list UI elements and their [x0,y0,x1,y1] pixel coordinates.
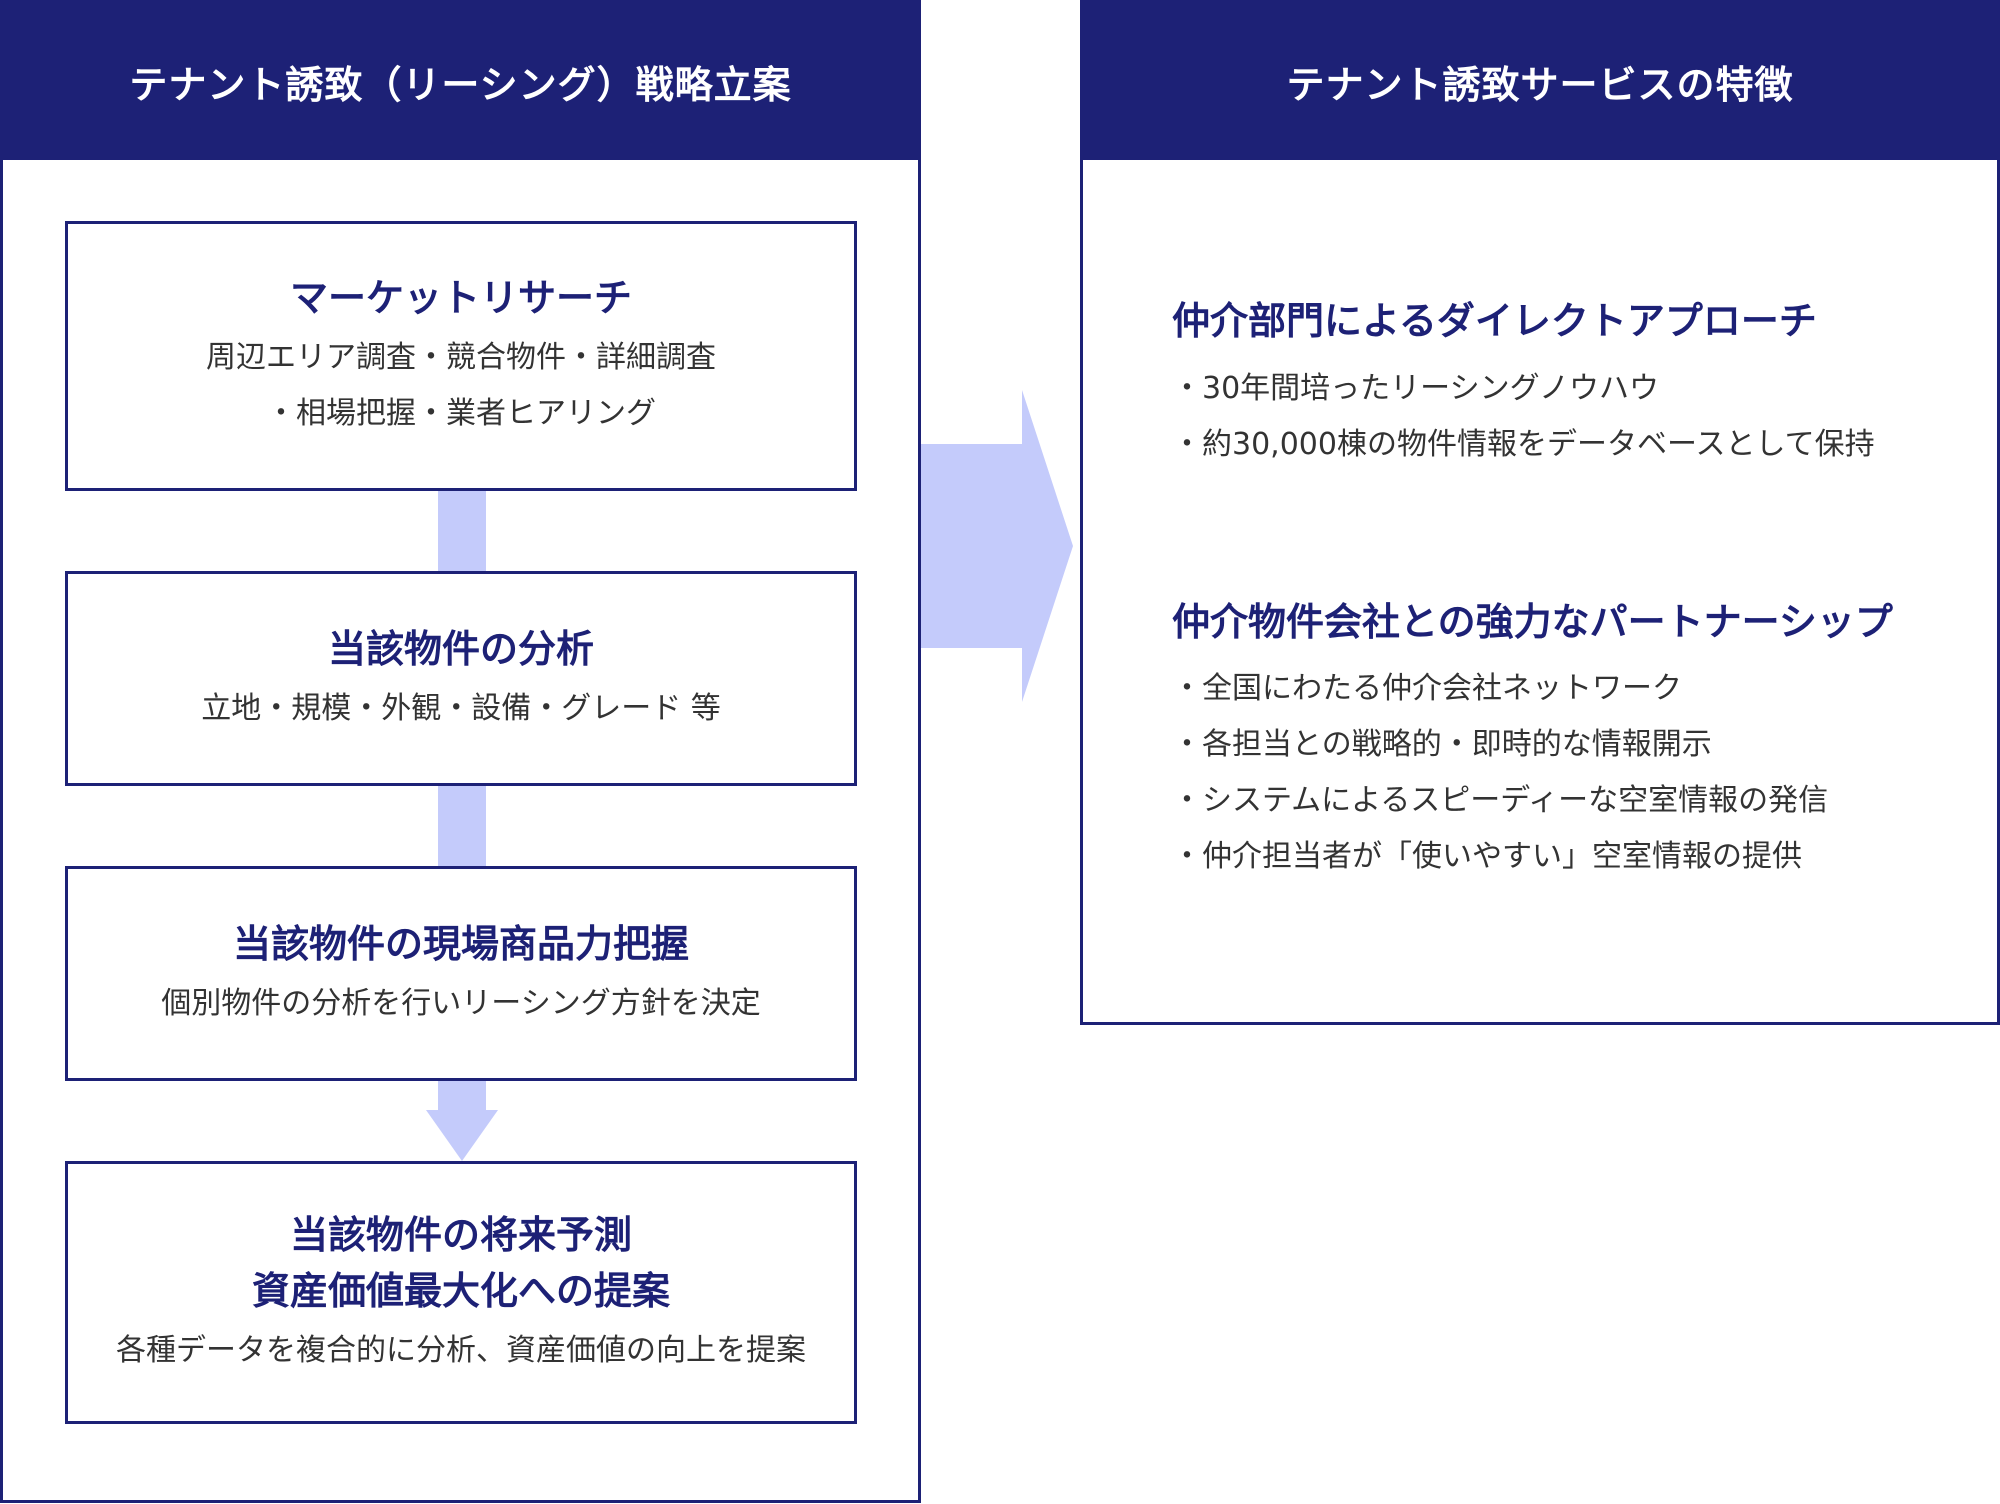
features-panel-header: テナント誘致サービスの特徴 [1083,3,1997,160]
step-description-line: ・相場把握・業者ヒアリング [266,396,656,431]
step-description: 個別物件の分析を行いリーシング方針を決定 [161,985,761,1021]
feature-item: 各担当との戦略的・即時的な情報開示 [1172,717,1828,773]
step-description: 周辺エリア調査・競合物件・詳細調査 ・相場把握・業者ヒアリング [206,330,716,442]
strategy-panel: テナント誘致（リーシング）戦略立案 マーケットリサーチ 周辺エリア調査・競合物件… [0,0,921,1503]
feature-item: 約30,000棟の物件情報をデータベースとして保持 [1172,417,1875,473]
flow-connector [438,491,486,571]
step-market-research: マーケットリサーチ 周辺エリア調査・競合物件・詳細調査 ・相場把握・業者ヒアリン… [65,221,857,491]
feature-item: 仲介担当者が「使いやすい」空室情報の提供 [1172,829,1828,885]
feature-list: 30年間培ったリーシングノウハウ 約30,000棟の物件情報をデータベースとして… [1172,361,1875,473]
feature-title: 仲介部門によるダイレクトアプローチ [1172,299,1817,343]
step-title-line: 資産価値最大化への提案 [251,1268,670,1313]
features-panel: テナント誘致サービスの特徴 仲介部門によるダイレクトアプローチ 30年間培ったリ… [1080,0,2000,1025]
feature-item: システムによるスピーディーな空室情報の発信 [1172,773,1828,829]
feature-item: 30年間培ったリーシングノウハウ [1172,361,1875,417]
step-description: 各種データを複合的に分析、資産価値の向上を提案 [116,1332,806,1368]
step-title-line: 当該物件の将来予測 [289,1212,632,1257]
feature-list: 全国にわたる仲介会社ネットワーク 各担当との戦略的・即時的な情報開示 システムに… [1172,661,1828,885]
step-description: 立地・規模・外観・設備・グレード 等 [201,690,721,726]
step-property-analysis: 当該物件の分析 立地・規模・外観・設備・グレード 等 [65,571,857,786]
feature-title: 仲介物件会社との強力なパートナーシップ [1172,600,1893,644]
step-future-forecast: 当該物件の将来予測 資産価値最大化への提案 各種データを複合的に分析、資産価値の… [65,1161,857,1424]
step-product-strength: 当該物件の現場商品力把握 個別物件の分析を行いリーシング方針を決定 [65,866,857,1081]
step-title: 当該物件の現場商品力把握 [232,921,689,966]
strategy-panel-header: テナント誘致（リーシング）戦略立案 [3,3,918,160]
feature-item: 全国にわたる仲介会社ネットワーク [1172,661,1828,717]
flow-connector [438,1081,486,1111]
flow-connector [438,786,486,866]
step-description-line: 周辺エリア調査・競合物件・詳細調査 [206,340,716,375]
step-title: 当該物件の将来予測 資産価値最大化への提案 [252,1207,670,1319]
step-title: マーケットリサーチ [289,276,632,320]
right-arrow-icon [921,390,1073,702]
step-title: 当該物件の分析 [327,626,594,671]
down-arrow-icon [426,1110,498,1161]
